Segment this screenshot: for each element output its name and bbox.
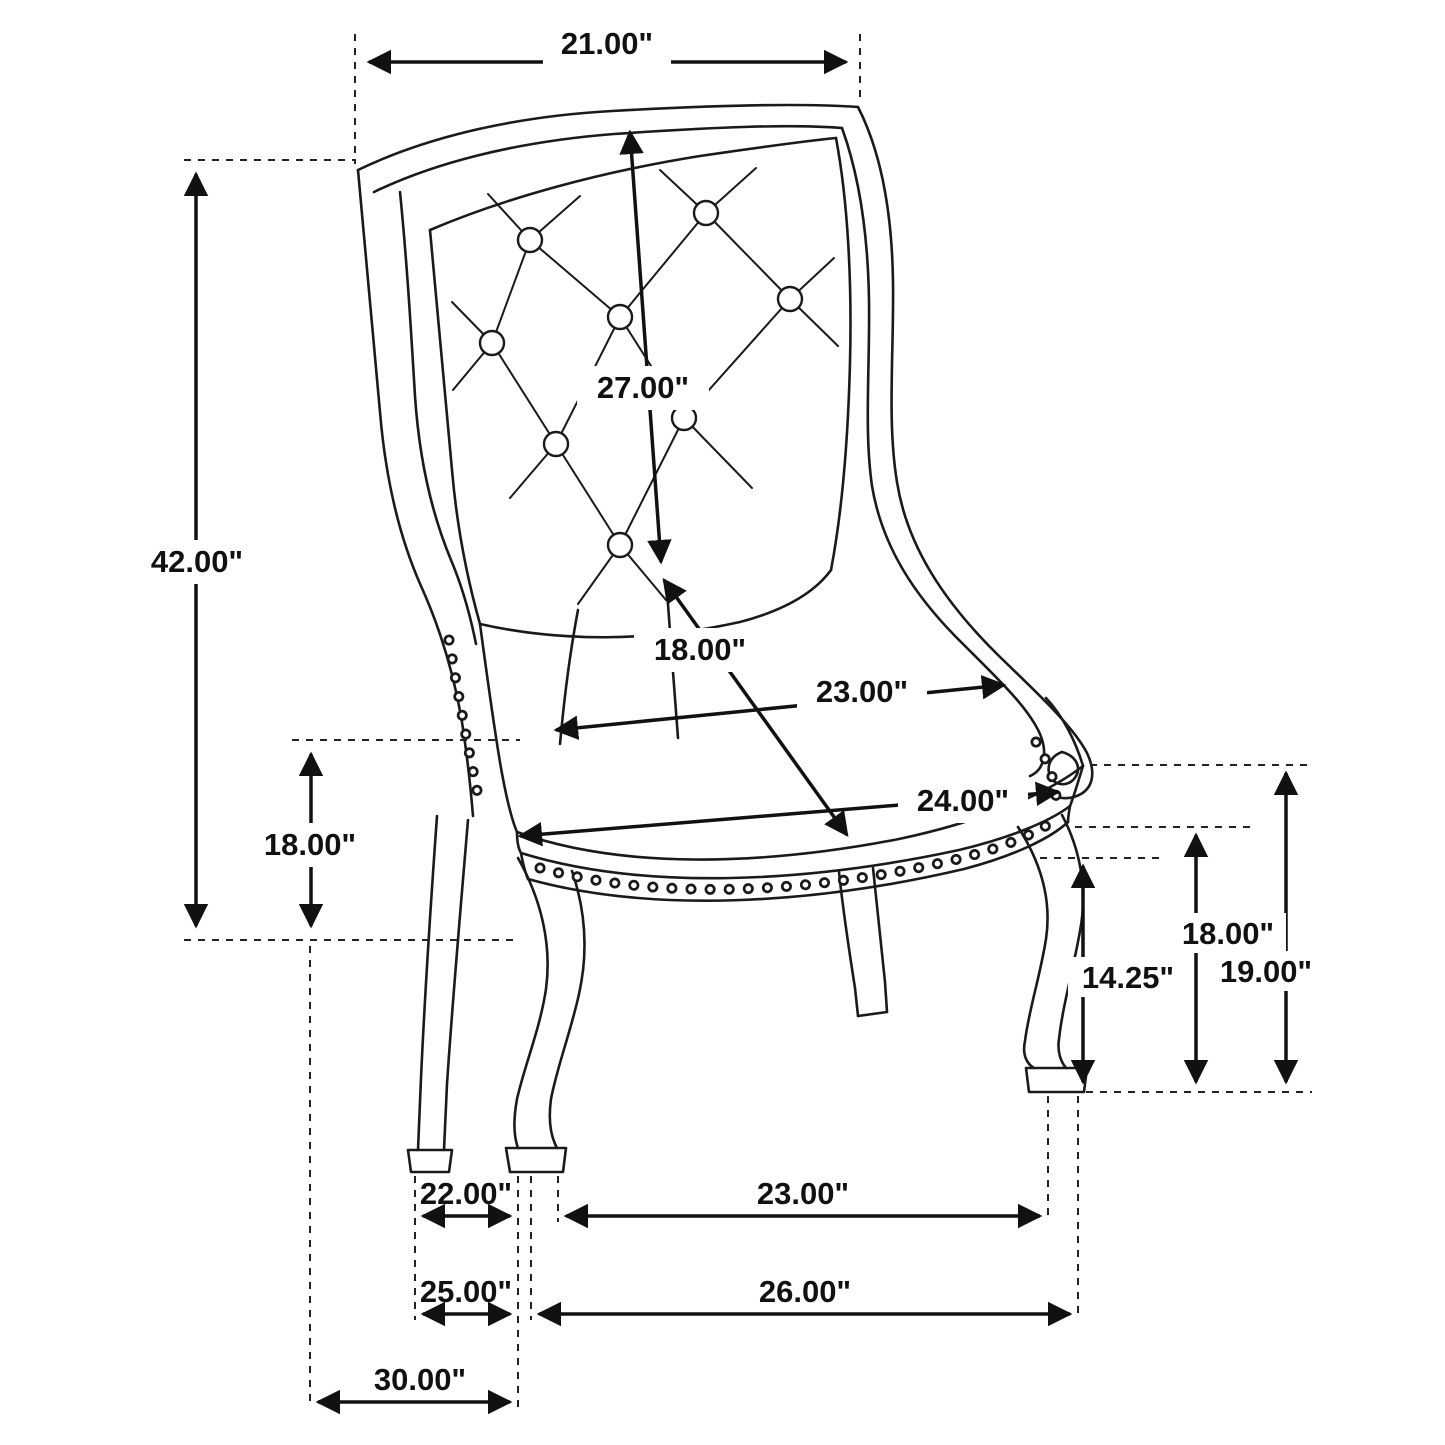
front-right-foot: [1024, 1066, 1089, 1094]
nailhead-strip-left-arm: [443, 634, 485, 806]
dim-label-front-leg-span: 26.00": [759, 1274, 851, 1309]
dim-label-seat-height: 19.00": [1208, 951, 1324, 991]
back-right-leg: [871, 866, 889, 1014]
dim-text-inner-leg-span: 23.00": [757, 1176, 849, 1211]
tuft-edge-line: [451, 167, 839, 605]
front-right-leg: [1016, 825, 1049, 1070]
dim-arrow-back-diagonal: [619, 129, 672, 565]
label-backplate: [132, 540, 262, 584]
label-backplate: [1208, 951, 1324, 991]
dim-text-top-width: 21.00": [561, 26, 653, 61]
back-left-leg: [416, 814, 439, 1152]
left-wing-outer: [356, 168, 475, 818]
label-backplate: [1068, 957, 1188, 997]
right-wing-outer: [856, 105, 1094, 800]
back-panel-left: [428, 228, 482, 626]
tuft-button: [606, 531, 634, 559]
dim-label-rail-height: 18.00": [1170, 913, 1286, 953]
front-left-leg: [513, 856, 549, 1150]
tuft-button: [692, 199, 720, 227]
dim-label-seat-diagonal: 18.00": [634, 628, 766, 672]
front-left-foot: [504, 1146, 568, 1174]
dim-text-front-leg-gap: 25.00": [420, 1274, 512, 1309]
back-right-leg: [837, 870, 860, 1018]
front-right-leg: [1057, 813, 1085, 1070]
dim-arrow-seat-width-rear: [553, 675, 1007, 740]
front-left-leg: [548, 869, 586, 1150]
dim-text-seat-height: 19.00": [1220, 954, 1312, 989]
left-wing-inner: [398, 190, 478, 646]
dim-label-apron-height: 14.25": [1068, 957, 1188, 997]
dim-label-seat-width-front: 24.00": [898, 779, 1028, 823]
seat-right-edge: [1044, 696, 1085, 768]
back-left-leg: [442, 818, 470, 1152]
dim-label-overall-depth: 30.00": [374, 1362, 466, 1397]
dim-label-overall-height: 42.00": [132, 540, 262, 584]
tuft-button: [606, 303, 634, 331]
tuft-button: [516, 226, 544, 254]
tuft-button: [478, 329, 506, 357]
dim-label-inner-leg-span: 23.00": [757, 1176, 849, 1211]
nailhead-strip-left-arm: [446, 637, 482, 803]
dim-text-overall-depth: 30.00": [374, 1362, 466, 1397]
label-backplate: [634, 628, 766, 672]
label-backplate: [543, 24, 671, 64]
extension-lines: [184, 34, 1312, 1408]
right-wing-inner: [840, 126, 1046, 778]
label-backplate: [898, 779, 1028, 823]
back-left-foot: [406, 1148, 454, 1174]
back-top-inner: [372, 124, 844, 194]
seat-pleat: [558, 608, 580, 746]
tuft-button: [542, 430, 570, 458]
dim-label-back-diagonal: 27.00": [577, 366, 709, 410]
dim-text-front-leg-span: 26.00": [759, 1274, 851, 1309]
label-backplate: [577, 366, 709, 410]
back-right-foot: [856, 1010, 889, 1018]
seat-rail-bottom: [526, 820, 1070, 902]
dim-label-front-leg-gap: 25.00": [420, 1274, 512, 1309]
dim-text-arm-height-left: 18.00": [264, 827, 356, 862]
seat-left-edge: [478, 622, 519, 834]
dim-text-seat-width-rear: 23.00": [816, 674, 908, 709]
nailhead-trim: [443, 634, 1066, 895]
tuft-button: [776, 285, 804, 313]
dim-text-rail-height: 18.00": [1182, 916, 1274, 951]
dim-text-back-diagonal: 27.00": [597, 370, 689, 405]
dim-text-side-leg-gap: 22.00": [420, 1176, 512, 1211]
back-top-outer: [356, 103, 860, 172]
dim-label-arm-height-left: 18.00": [245, 823, 375, 867]
dim-label-seat-width-rear: 23.00": [797, 670, 927, 714]
dim-label-side-leg-gap: 22.00": [420, 1176, 512, 1211]
label-backplate: [1170, 913, 1286, 953]
dim-text-seat-diagonal: 18.00": [654, 632, 746, 667]
dimension-arrows: [183, 49, 1299, 1415]
label-backplate: [245, 823, 375, 867]
dimension-labels: 21.00" 42.00" 27.00" 18.00" 23.00" 24.00…: [132, 24, 1324, 1397]
back-panel-top: [428, 136, 838, 232]
dim-text-apron-height: 14.25": [1082, 960, 1174, 995]
label-backplate: [797, 670, 927, 714]
dim-text-seat-width-front: 24.00": [917, 783, 1009, 818]
back-panel-bottom: [478, 568, 833, 639]
tufting-buttons: [478, 199, 804, 559]
dim-text-overall-height: 42.00": [151, 544, 243, 579]
back-panel-right: [829, 136, 852, 572]
dim-label-top-width: 21.00": [543, 24, 671, 64]
